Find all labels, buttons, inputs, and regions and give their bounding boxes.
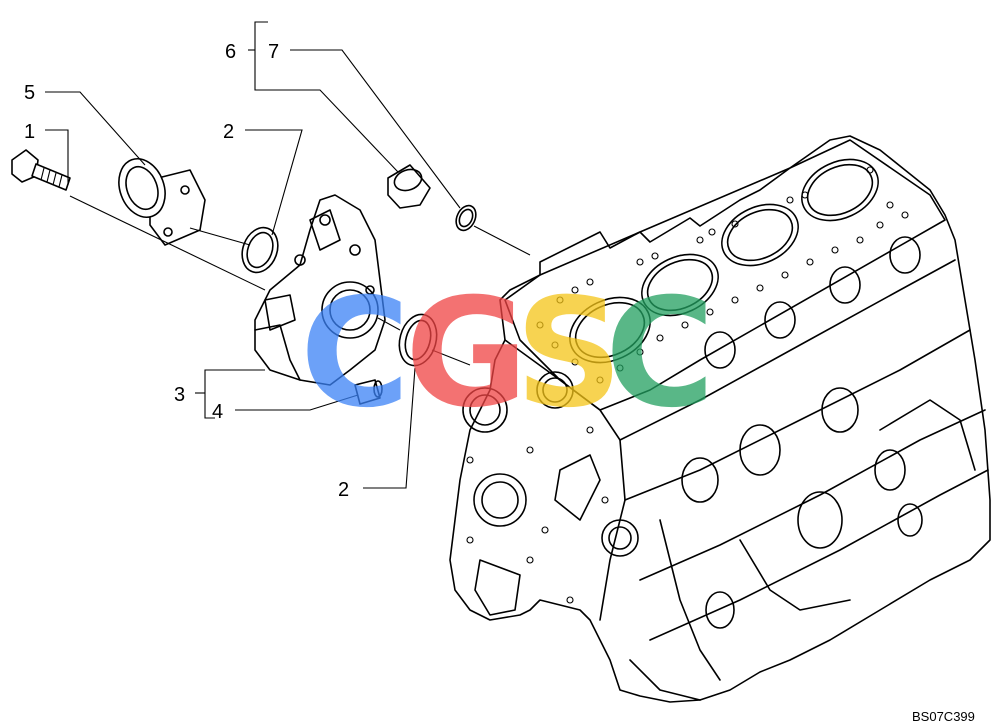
watermark-letter-c1: C	[300, 267, 410, 441]
o-ring-part-2-upper	[241, 226, 279, 274]
callout-6: 6	[225, 41, 236, 63]
callout-2-lower: 2	[338, 479, 349, 501]
plug-part-7	[387, 164, 477, 232]
reference-code: BS07C399	[912, 709, 975, 724]
thermostat-housing-part-3	[254, 194, 386, 386]
o-ring-part-2-lower	[398, 313, 438, 367]
watermark-letter-s: S	[515, 267, 623, 441]
callout-3: 3	[174, 384, 185, 406]
bolt-part-1	[11, 149, 71, 191]
callout-5: 5	[24, 82, 35, 104]
callout-7: 7	[268, 41, 279, 63]
cgsc-watermark: C G S C	[300, 267, 715, 441]
watermark-letter-g: G	[405, 267, 528, 441]
watermark-letter-c2: C	[605, 267, 715, 441]
callout-2-upper: 2	[223, 121, 234, 143]
leader-lines	[45, 21, 531, 489]
pin-part-4	[354, 379, 383, 405]
callout-4: 4	[212, 401, 223, 423]
callout-labels: 1 2 2 3 4 5 6 7	[24, 41, 349, 501]
callout-1: 1	[24, 121, 35, 143]
flange-part-5	[118, 158, 206, 246]
engine-block	[449, 135, 991, 703]
